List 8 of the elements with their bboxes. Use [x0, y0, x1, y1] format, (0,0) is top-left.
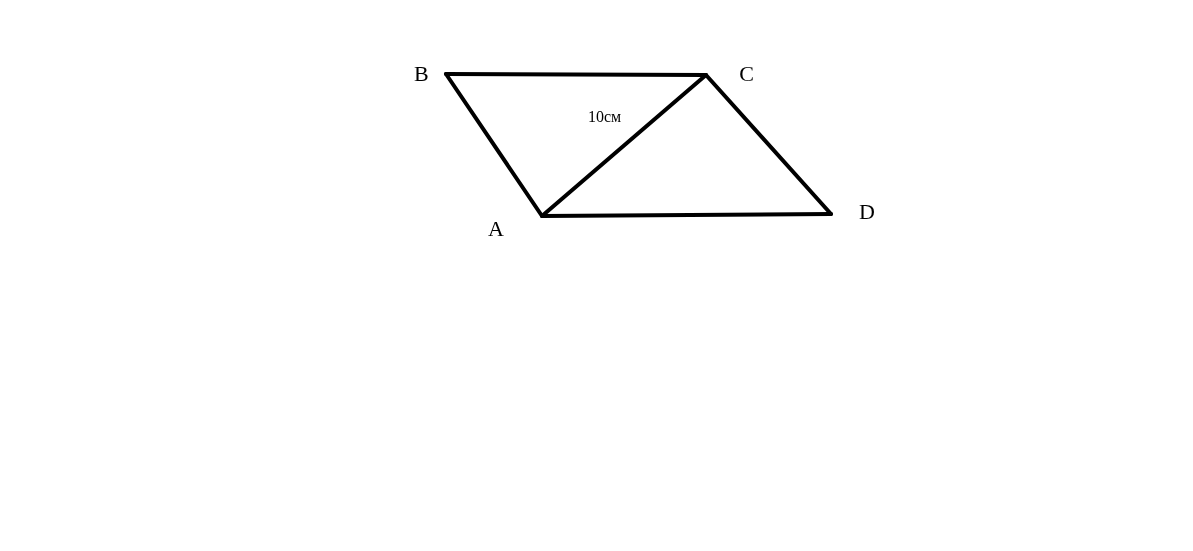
vertex-label: C	[706, 60, 754, 88]
vertex-label: D	[831, 198, 875, 226]
vertex-label: B	[414, 60, 446, 88]
line-segment	[540, 212, 833, 218]
line-segment	[444, 72, 708, 77]
length-label: 10см	[588, 108, 622, 126]
line-segment	[444, 72, 544, 218]
vertex-label: A	[488, 216, 542, 242]
